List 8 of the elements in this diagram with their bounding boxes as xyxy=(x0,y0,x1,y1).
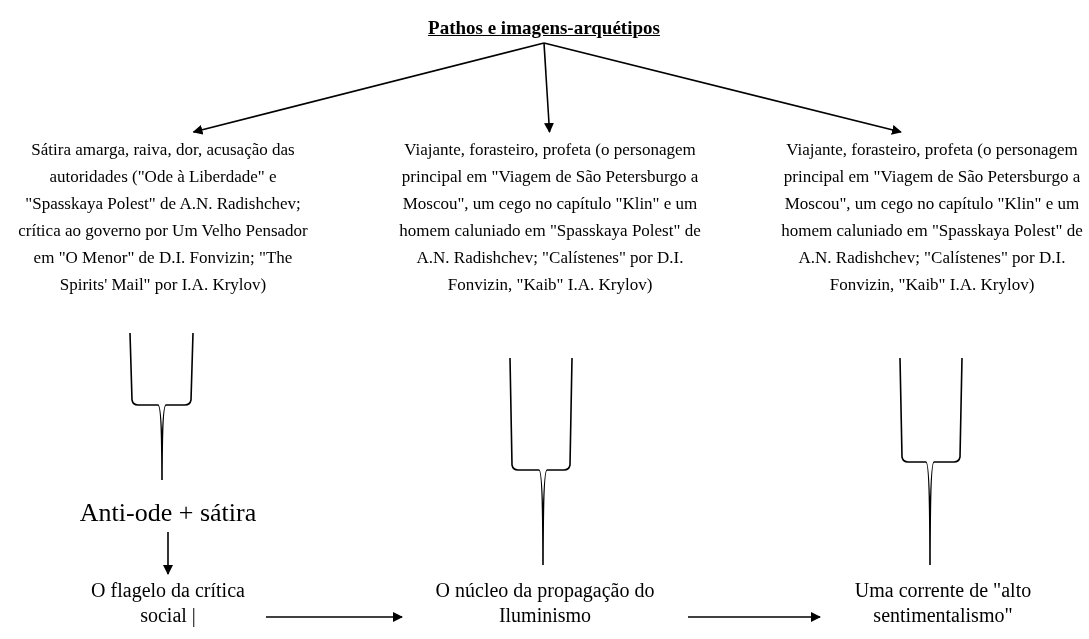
description-text: Sátira amarga, raiva, dor, acusação das autoridades ("Ode à Liberdade" e "Spasskaya Polest" de A.N. Radishchev; crítica ao governo por Um Velho Pensador em "O Menor" de D.I. Fonvizin; "The Spirits' Mail" por I.A. Krylov) xyxy=(17,139,309,296)
outcome-text: O núcleo da propagação do Iluminismo xyxy=(434,578,656,628)
description-text: Viajante, forasteiro, profeta (o personagem principal em "Viagem de São Petersburgo a Moscou", um cego no capítulo "Klin" e um homem caluniado em "Spasskaya Polest" de A.N. Radishchev; "Calístenes" por D.I. Fonvizin, "Kaib" I.A. Krylov) xyxy=(780,139,1084,296)
title: Pathos e imagens-arquétipos xyxy=(428,16,660,40)
description-text: Viajante, forasteiro, profeta (o personagem principal em "Viagem de São Petersburgo a Moscou", um cego no capítulo "Klin" e um homem caluniado em "Spasskaya Polest" de A.N. Radishchev; "Calístenes" por D.I. Fonvizin, "Kaib" I.A. Krylov) xyxy=(398,139,702,296)
outcome-text: Uma corrente de "alto sentimentalismo" xyxy=(853,578,1033,628)
result-text: Anti-ode + sátira xyxy=(78,497,258,529)
outcome-text: O flagelo da crítica social | xyxy=(90,578,246,628)
